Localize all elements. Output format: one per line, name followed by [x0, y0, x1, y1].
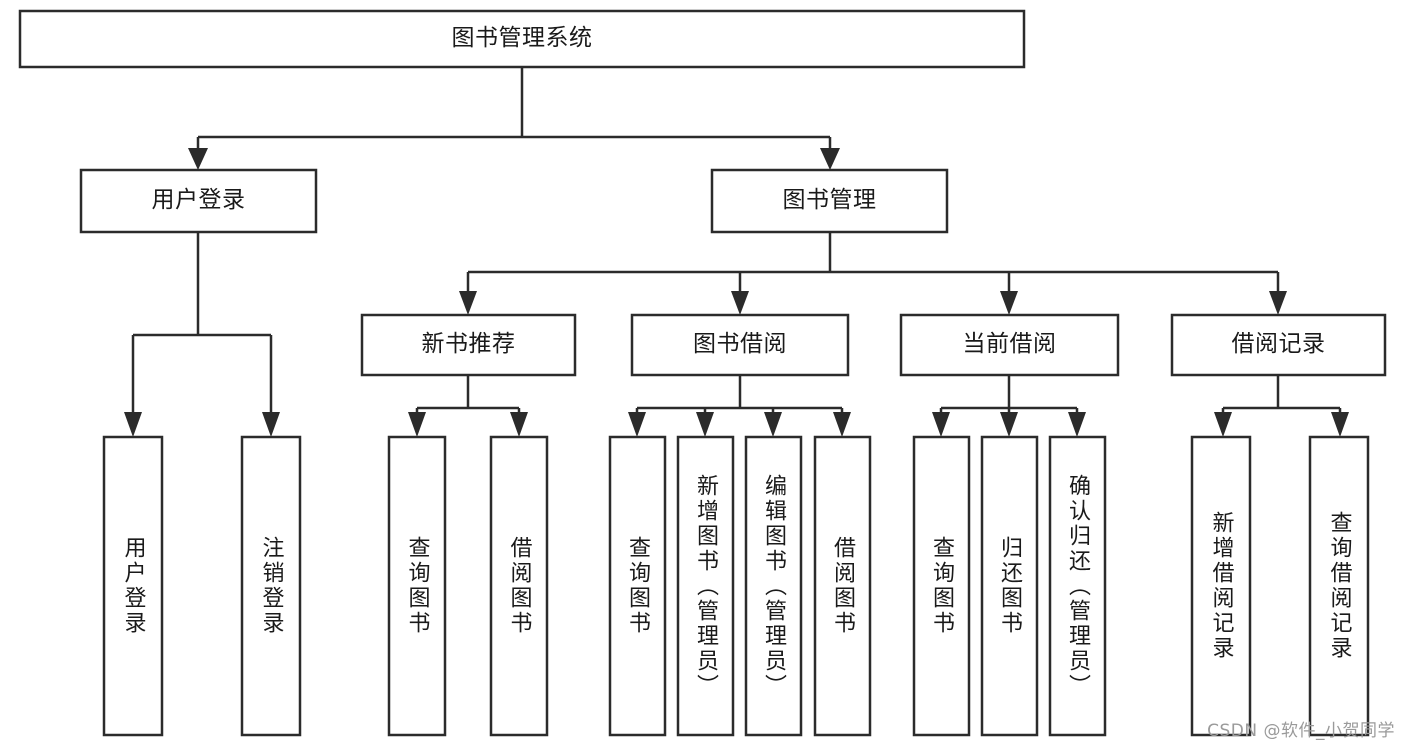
- arrow-head-icon: [188, 148, 208, 170]
- node-box-borrow-record[interactable]: [1170, 313, 1387, 377]
- arrow-head-icon: [764, 412, 782, 437]
- arrow-head-icon: [459, 291, 477, 315]
- connector-user-login-to-leaves: [124, 232, 280, 437]
- node-box-leaf-borrow-book-a[interactable]: [489, 435, 549, 737]
- node-box-leaf-query-record[interactable]: [1308, 435, 1370, 737]
- node-box-leaf-add-book[interactable]: [676, 435, 735, 737]
- arrow-head-icon: [1214, 412, 1232, 437]
- node-box-book-borrow[interactable]: [630, 313, 850, 377]
- arrow-head-icon: [820, 148, 840, 170]
- connector-current-borrow-to-leaves: [932, 375, 1086, 437]
- arrow-head-icon: [1331, 412, 1349, 437]
- node-box-book-manage[interactable]: [710, 168, 949, 234]
- arrow-head-icon: [124, 412, 142, 437]
- node-box-leaf-return-book[interactable]: [980, 435, 1039, 737]
- connector-root-to-level1: [188, 67, 840, 170]
- arrow-head-icon: [1068, 412, 1086, 437]
- csdn-watermark: CSDN @软件_小贺同学: [1207, 721, 1395, 741]
- arrow-head-icon: [1000, 291, 1018, 315]
- node-box-leaf-edit-book[interactable]: [744, 435, 803, 737]
- arrow-head-icon: [1269, 291, 1287, 315]
- arrow-head-icon: [1000, 412, 1018, 437]
- arrow-head-icon: [731, 291, 749, 315]
- arrow-head-icon: [510, 412, 528, 437]
- node-box-root[interactable]: [18, 9, 1026, 69]
- node-box-leaf-user-login[interactable]: [102, 435, 164, 737]
- connector-borrow-record-to-leaves: [1214, 375, 1349, 437]
- node-box-leaf-confirm-return[interactable]: [1048, 435, 1107, 737]
- arrow-head-icon: [833, 412, 851, 437]
- arrow-head-icon: [696, 412, 714, 437]
- node-box-user-login[interactable]: [79, 168, 318, 234]
- connector-book-manage-to-level2: [459, 232, 1287, 315]
- node-box-new-book-rec[interactable]: [360, 313, 577, 377]
- node-box-leaf-logout[interactable]: [240, 435, 302, 737]
- arrow-head-icon: [932, 412, 950, 437]
- arrow-head-icon: [628, 412, 646, 437]
- connector-new-book-rec-to-leaves: [408, 375, 528, 437]
- arrow-head-icon: [262, 412, 280, 437]
- node-box-leaf-query-book-b[interactable]: [608, 435, 667, 737]
- arrow-head-icon: [408, 412, 426, 437]
- node-box-leaf-query-book-c[interactable]: [912, 435, 971, 737]
- node-box-current-borrow[interactable]: [899, 313, 1120, 377]
- node-box-leaf-add-record[interactable]: [1190, 435, 1252, 737]
- connector-book-borrow-to-leaves: [628, 375, 851, 437]
- node-box-leaf-borrow-book-b[interactable]: [813, 435, 872, 737]
- node-box-leaf-query-book-a[interactable]: [387, 435, 447, 737]
